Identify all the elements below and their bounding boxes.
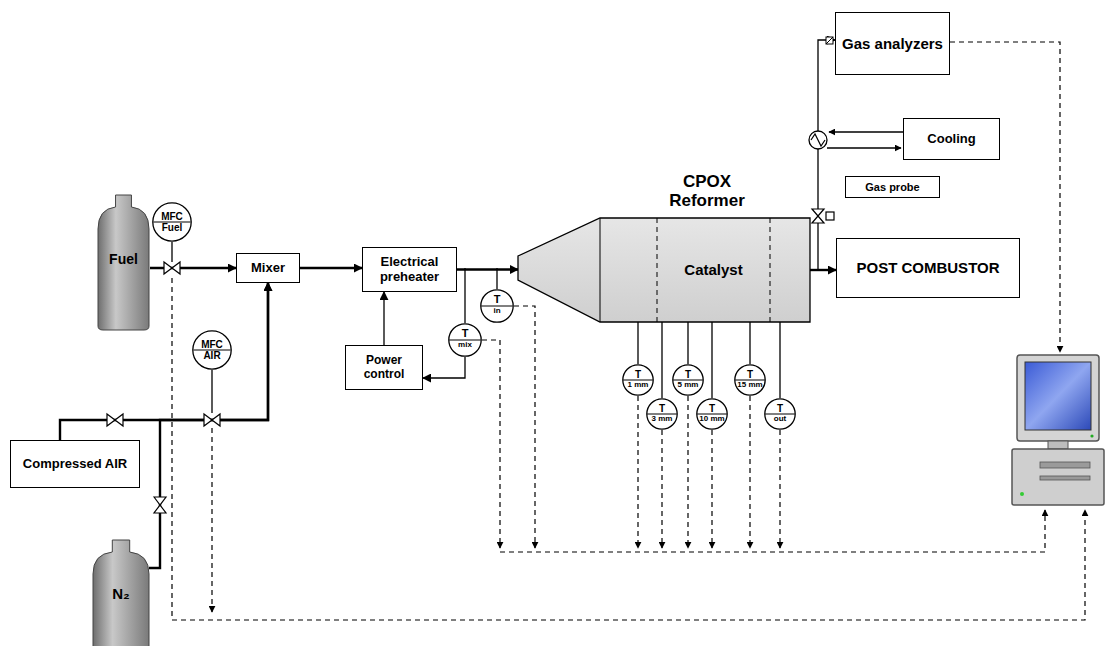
process-box: POST COMBUSTOR xyxy=(836,238,1020,298)
box-label: Power control xyxy=(350,354,418,382)
flow-pipe xyxy=(149,283,268,568)
sensor-symbol: T xyxy=(709,404,715,415)
flow-pipe xyxy=(300,267,362,269)
valve-symbol xyxy=(107,209,834,513)
signal-line xyxy=(749,322,750,364)
signal-line xyxy=(423,357,465,378)
circle-outline xyxy=(192,330,232,370)
sensor-label: Fuel xyxy=(162,223,183,234)
signal-wires xyxy=(172,42,1085,620)
heat-exchanger-symbol xyxy=(809,131,827,149)
sensor-circle: T10 mm xyxy=(696,398,728,430)
sensor-symbol: T xyxy=(635,370,641,381)
signal-line xyxy=(779,322,780,398)
cylinder-label: N₂ xyxy=(112,585,130,602)
process-box: Power control xyxy=(345,345,423,390)
box-label: Compressed AIR xyxy=(23,457,127,472)
signal-line xyxy=(687,322,688,364)
box-label: Cooling xyxy=(927,132,975,147)
sensor-label: in xyxy=(493,307,500,315)
sensor-label: 3 mm xyxy=(652,415,673,423)
box-label: Gas analyzers xyxy=(842,35,943,52)
sensor-label: AIR xyxy=(203,351,220,362)
process-box: Electrical preheater xyxy=(362,247,457,292)
process-box: Gas probe xyxy=(845,176,940,198)
mfc-circle: MFCFuel xyxy=(152,202,192,242)
sensor-symbol: T xyxy=(659,404,665,415)
reformer-outline xyxy=(518,218,810,322)
signal-line xyxy=(661,322,662,398)
sensor-symbol: T xyxy=(494,294,501,306)
zone-label: Catalyst xyxy=(684,261,742,278)
sensor-symbol: MFC xyxy=(201,340,223,351)
reformer-shape: CPOX ReformerCatalyst xyxy=(518,218,810,322)
signal-line xyxy=(383,292,384,345)
sensor-symbol: T xyxy=(747,370,753,381)
computer-icon xyxy=(1012,355,1104,505)
sensor-label: 10 mm xyxy=(699,415,724,423)
box-label: Mixer xyxy=(251,261,285,276)
sensor-label: out xyxy=(774,415,786,423)
sensor-label: 1 mm xyxy=(628,381,649,389)
box-label: Gas probe xyxy=(865,181,919,194)
gas-cylinder: N₂ xyxy=(92,540,150,646)
signal-line xyxy=(810,40,835,270)
gas-cylinder: Fuel xyxy=(97,195,150,330)
catalyst-zone: Catalyst xyxy=(657,218,770,322)
reformer-title: CPOX Reformer xyxy=(657,172,757,210)
box-label: Electrical preheater xyxy=(367,255,452,285)
flow-pipe xyxy=(150,267,236,269)
cooling-lines xyxy=(827,132,903,148)
box-label: POST COMBUSTOR xyxy=(856,259,999,276)
sensor-circle: Tin xyxy=(480,289,514,323)
flow-pipe xyxy=(457,268,518,270)
analyzer-inlet-valve xyxy=(826,37,833,44)
process-box: Gas analyzers xyxy=(835,12,950,75)
mfc-circle: MFCAIR xyxy=(192,330,232,370)
sensor-label: 5 mm xyxy=(678,381,699,389)
sensor-circle: Tout xyxy=(764,398,796,430)
flow-pipe xyxy=(60,283,268,440)
sensor-label: mix xyxy=(458,341,472,349)
signal-line xyxy=(637,322,638,364)
cylinder-label: Fuel xyxy=(109,251,138,267)
sensor-circle: T15 mm xyxy=(734,364,766,396)
process-box: Cooling xyxy=(903,118,1000,160)
sensor-circle: T3 mm xyxy=(646,398,678,430)
process-box: Mixer xyxy=(236,253,300,283)
sensor-symbol: T xyxy=(777,404,783,415)
sensor-label: 15 mm xyxy=(737,381,762,389)
sensor-circle: T1 mm xyxy=(622,364,654,396)
signal-line xyxy=(711,322,712,398)
sensor-circle: Tmix xyxy=(448,323,482,357)
process-box: Compressed AIR xyxy=(10,440,140,488)
sensor-symbol: MFC xyxy=(161,212,183,223)
circle-outline xyxy=(152,202,192,242)
sensor-circle: T5 mm xyxy=(672,364,704,396)
sensor-symbol: T xyxy=(685,370,691,381)
sensor-symbol: T xyxy=(462,328,469,340)
